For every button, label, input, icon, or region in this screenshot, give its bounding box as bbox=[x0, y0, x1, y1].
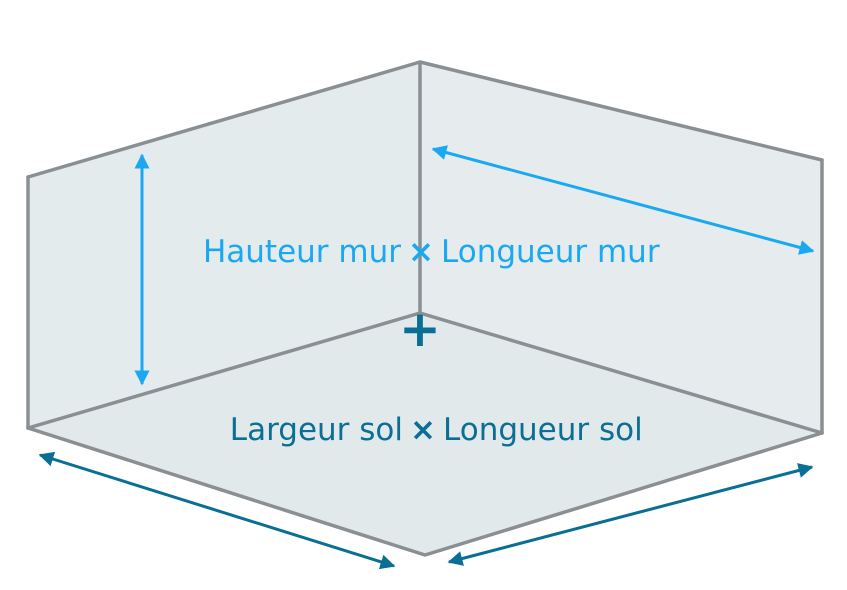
floor bbox=[28, 313, 822, 555]
wall-height-label: Hauteur mur bbox=[203, 234, 401, 270]
wall-length-label: Longueur mur bbox=[441, 234, 660, 270]
plus-sign: + bbox=[399, 300, 441, 358]
floor-multiply-sign: × bbox=[410, 412, 436, 448]
floor-width-label: Largeur sol bbox=[230, 412, 403, 448]
wall-multiply-sign: × bbox=[408, 234, 434, 270]
floor-length-label: Longueur sol bbox=[443, 412, 643, 448]
left-wall bbox=[28, 62, 420, 428]
wall-length-arrow bbox=[431, 145, 815, 255]
floor-length-arrow bbox=[447, 463, 814, 566]
floor-width-arrow bbox=[38, 451, 396, 570]
